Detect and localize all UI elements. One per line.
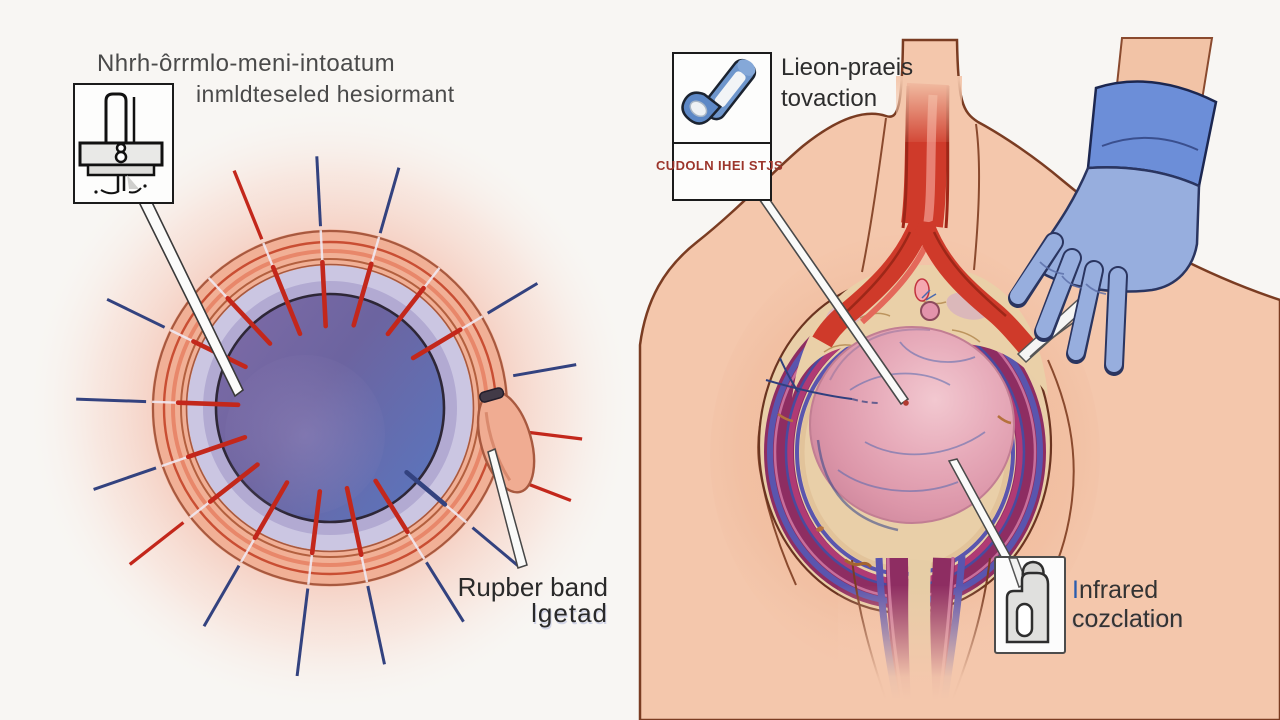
glove-fingers	[1008, 232, 1128, 376]
inner-lumen-disc	[214, 292, 446, 524]
infrared-probe-icon	[1005, 557, 1050, 644]
rectal-vessel	[812, 76, 1036, 355]
left-title-line1: Nhrh-ôrrmlo-meni-intoatum	[97, 50, 396, 77]
infrared-caption-line1: Infrared	[1072, 576, 1183, 605]
infrared-caption-rest: nfrared	[1078, 576, 1159, 604]
infrared-caption: Infrared cozclation	[1072, 576, 1183, 634]
infrared-caption-line2: cozclation	[1072, 605, 1184, 633]
gloved-hand	[1008, 37, 1218, 376]
inset-red-caption: CUDOLN IHEI STJS	[656, 158, 784, 173]
right-title-line2: tovaction	[781, 85, 878, 112]
probe-inset-box	[994, 556, 1066, 654]
left-panel-title: Nhrh-ôrrmlo-meni-intoatum inmldteseled h…	[97, 50, 455, 108]
coagulator-inset-box	[672, 52, 772, 201]
radiating-needles	[76, 156, 583, 677]
lower-right-probe	[487, 447, 528, 569]
rubber-caption-line1: Rupber band	[457, 572, 608, 602]
infrared-coagulator-icon	[681, 58, 757, 125]
skin-marks	[777, 412, 1012, 568]
small-polyp	[920, 289, 940, 321]
cross-section-diagram	[30, 108, 630, 708]
left-title-line2: inmldteseled hesiormant	[196, 81, 455, 107]
rubber-band-ligator-icon	[78, 92, 164, 195]
rubber-band	[479, 387, 505, 403]
suture-line	[765, 357, 881, 404]
ligator-inset-box	[73, 83, 174, 204]
rubber-caption-line2: lgetad	[531, 598, 608, 628]
canal-fade	[838, 586, 1008, 716]
right-title-line1: Lieon-praeis	[781, 54, 914, 81]
rubber-band-caption: Rupber band lgetad	[428, 574, 608, 626]
coagulator-inset-picture	[674, 54, 770, 144]
infrared-caption-initial: I	[1072, 576, 1079, 604]
right-panel-title: Lieon-praeis tovaction	[781, 52, 913, 114]
